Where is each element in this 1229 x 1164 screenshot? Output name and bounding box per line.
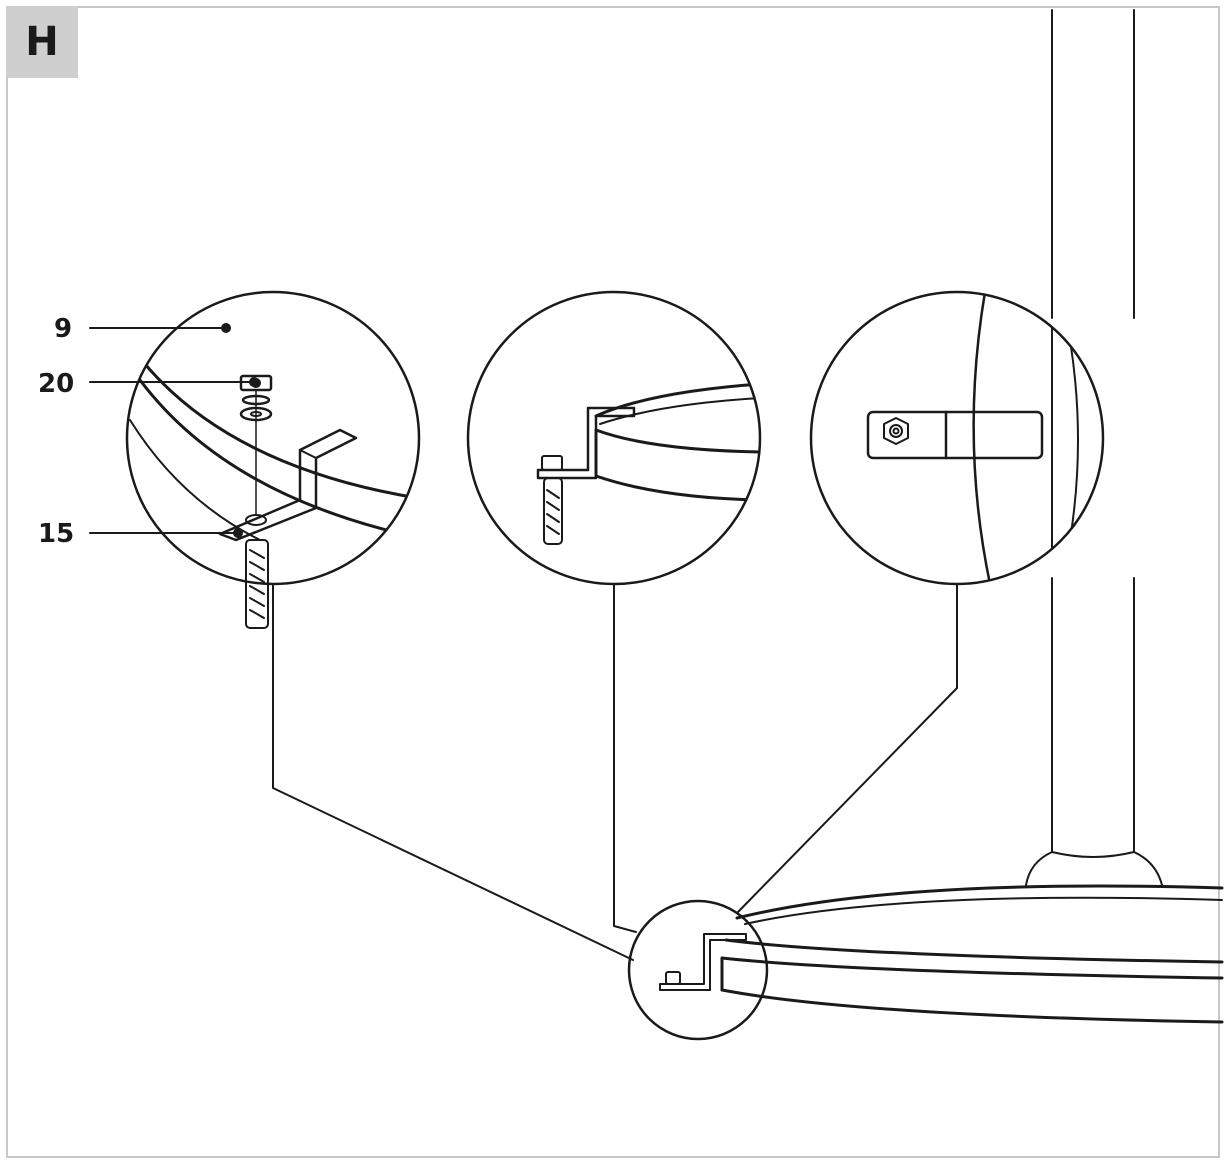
callout-15: 15	[38, 519, 75, 549]
detail-c	[809, 290, 1105, 586]
pole	[1025, 9, 1163, 886]
diagram-frame	[6, 6, 1220, 1158]
leader-lines	[272, 583, 958, 961]
detail-b	[466, 290, 762, 586]
callout-9: 9	[54, 314, 73, 344]
callout-20: 20	[38, 369, 75, 399]
detail-d	[627, 899, 769, 1041]
detail-a	[125, 290, 421, 629]
base	[720, 884, 1224, 1024]
step-tab: H	[6, 6, 78, 78]
callout-leaders	[89, 323, 259, 538]
step-letter: H	[25, 19, 59, 65]
